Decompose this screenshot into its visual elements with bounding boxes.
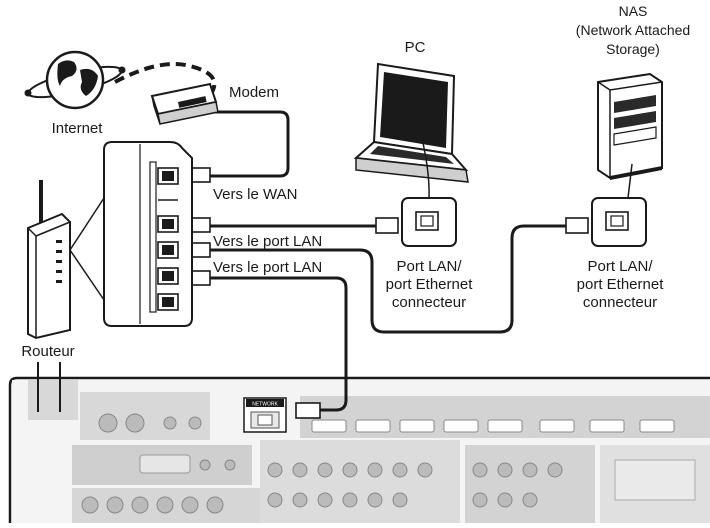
pc-label: PC (405, 39, 426, 56)
vers-lan-label-2: Vers le port LAN (213, 259, 322, 276)
nas-port-label-line3: connecteur (583, 294, 657, 311)
pc-port-label-line1: Port LAN/ (396, 258, 462, 275)
modem-icon (150, 82, 219, 125)
router-port-panel (69, 141, 193, 327)
router-to-receiver-cable (206, 276, 348, 412)
pc-ethernet-port (401, 129, 457, 247)
nas-icon (597, 72, 663, 199)
network-cables (204, 110, 572, 412)
receiver-rear-panel: NETWORK (8, 376, 710, 523)
pc-port-label-line2: port Ethernet (386, 276, 474, 293)
pc-port-label-line3: connecteur (392, 294, 466, 311)
vers-lan-label-1: Vers le port LAN (213, 233, 322, 250)
modem-to-wan-cable (204, 110, 290, 178)
laptop-icon (353, 62, 469, 183)
nas-ethernet-port (591, 197, 647, 247)
vers-wan-label: Vers le WAN (213, 186, 297, 203)
internet-label: Internet (52, 120, 104, 137)
router-icon (27, 180, 71, 340)
nas-port-label-line1: Port LAN/ (587, 258, 653, 275)
router-to-nas-cable (206, 224, 572, 334)
internet-link (114, 62, 217, 93)
network-port-label: NETWORK (252, 402, 278, 408)
router-label: Routeur (21, 343, 74, 360)
nas-port-label-line2: port Ethernet (577, 276, 665, 293)
modem-label: Modem (229, 84, 279, 101)
internet-globe-icon (24, 50, 126, 110)
nas-label-line2: (Network Attached (576, 22, 690, 38)
nas-label-line3: Storage) (606, 41, 660, 57)
nas-label-line1: NAS (619, 3, 648, 19)
